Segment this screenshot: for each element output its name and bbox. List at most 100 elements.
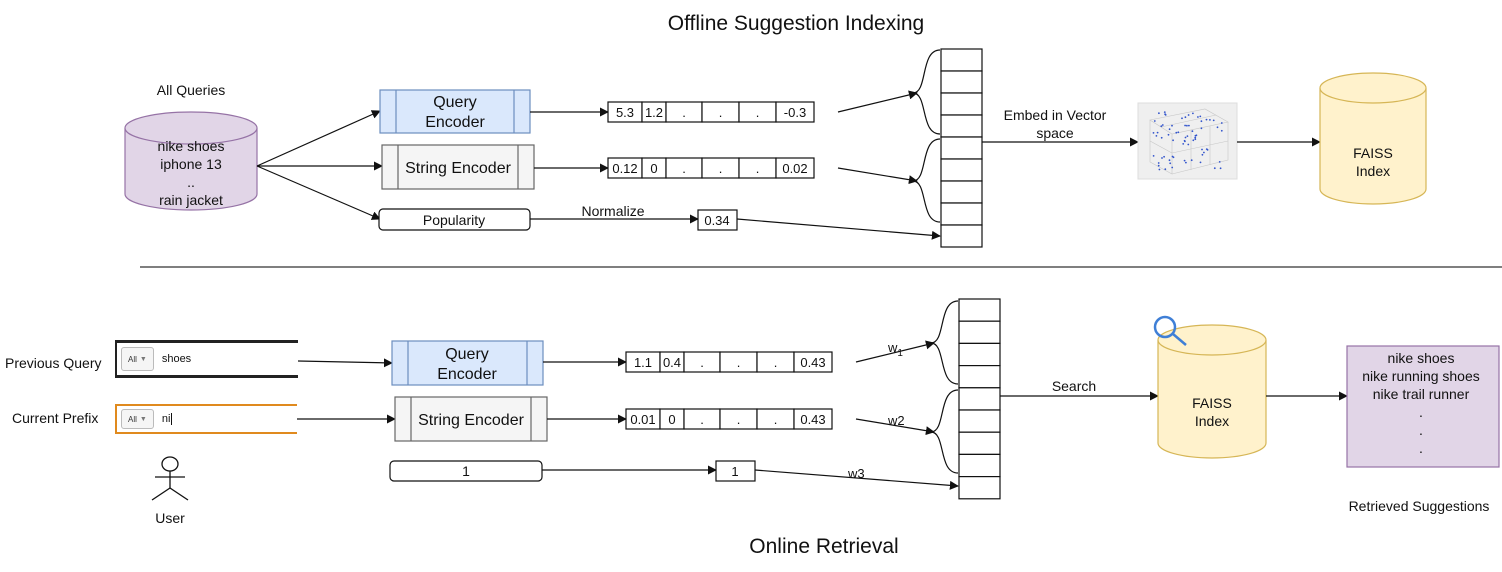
scatter-point [1197, 116, 1199, 118]
scatter-point [1157, 164, 1160, 167]
scatter-point [1168, 128, 1171, 131]
vector-cell-text: 0.12 [612, 161, 637, 176]
weight-w1: w1 [887, 340, 903, 359]
arrow [855, 418, 935, 436]
category-dropdown[interactable]: All ▼ [121, 409, 154, 429]
vector-cell-text: 1 [731, 464, 738, 479]
current-prefix-label: Current Prefix [12, 410, 98, 426]
scatter-point [1186, 135, 1189, 138]
text-cursor [171, 413, 173, 426]
string-encoder-online: String Encoder [394, 396, 548, 442]
stack-cell [958, 298, 1001, 322]
scatter-point [1152, 132, 1155, 134]
suggestion-item: . [1419, 422, 1423, 438]
scatter-point [1192, 112, 1194, 115]
brace [912, 138, 941, 223]
embed-label: space [1036, 125, 1074, 141]
retrieved-suggestions-box: nike shoes nike running shoes nike trail… [1346, 345, 1500, 468]
user-icon [151, 456, 189, 501]
weight-w3: w3 [847, 466, 865, 481]
vector-cell-text: 0.02 [782, 161, 807, 176]
stack-cell [940, 92, 983, 116]
vector-cell-text: . [774, 355, 778, 370]
encoder-label: String Encoder [418, 412, 525, 429]
scatter-point [1163, 155, 1165, 158]
scatter-point [1156, 131, 1159, 134]
stack-cell [958, 365, 1001, 389]
embed-label: Embed in Vector [1004, 107, 1107, 123]
vector-cell-text: 0.01 [630, 412, 655, 427]
stack-cell [958, 320, 1001, 345]
scatter-point [1160, 125, 1163, 128]
scatter-point [1184, 124, 1186, 127]
scatter-point [1163, 111, 1166, 113]
faiss-label: FAISS [1192, 395, 1232, 411]
scatter-point [1187, 143, 1190, 146]
vector-cell [793, 408, 833, 430]
suggestion-item: nike shoes [1388, 350, 1455, 366]
scatter-point [1200, 127, 1203, 130]
suggestion-item: . [1419, 404, 1423, 420]
db-item: .. [187, 174, 195, 190]
scatter-point [1181, 117, 1183, 120]
concat-vector-online [958, 298, 1001, 500]
vector-cell-text: . [774, 412, 778, 427]
stack-cell [940, 48, 983, 72]
current-prefix-searchbar[interactable]: All ▼ ni [115, 404, 297, 434]
online-title: Online Retrieval [749, 535, 898, 558]
brace [912, 49, 941, 135]
chevron-down-icon: ▼ [139, 355, 147, 363]
scatter-point [1160, 136, 1163, 139]
scatter-plot-icon [1137, 102, 1238, 180]
scatter-point [1155, 135, 1158, 137]
concat-vector-offline [940, 48, 983, 248]
popularity-value-box: 0.34 [697, 209, 738, 231]
offline-title: Offline Suggestion Indexing [668, 12, 924, 35]
scatter-point [1161, 124, 1164, 126]
encoder-label: Encoder [425, 114, 485, 131]
brace [930, 300, 959, 385]
retrieved-suggestions-label: Retrieved Suggestions [1349, 498, 1490, 514]
stack-cell [958, 431, 1001, 456]
vector-cell-text: . [756, 105, 760, 120]
arrow [754, 469, 959, 490]
stack-cell [940, 202, 983, 226]
vector-cell-text: 0.43 [800, 355, 825, 370]
vector-cell-text: . [682, 105, 686, 120]
normalize-label: Normalize [581, 203, 644, 219]
suggestion-item: nike running shoes [1362, 368, 1480, 384]
arrow [855, 340, 935, 363]
vector-cell-text: . [719, 161, 723, 176]
scatter-point [1201, 153, 1204, 156]
faiss-label: FAISS [1353, 145, 1393, 161]
scatter-point [1203, 151, 1205, 154]
scatter-point [1192, 139, 1195, 142]
scatter-point [1209, 119, 1211, 121]
vector-cell-text: 0.34 [704, 213, 729, 228]
popularity-box: Popularity [378, 208, 531, 231]
stack-cell [940, 224, 983, 248]
vector-cell [793, 351, 833, 373]
encoder-label: Query [433, 94, 477, 111]
scatter-point [1152, 155, 1155, 157]
scatter-point [1172, 139, 1174, 142]
vector-cell-text: -0.3 [784, 105, 806, 120]
stack-cell [940, 70, 983, 94]
category-dropdown[interactable]: All ▼ [121, 347, 154, 371]
scatter-point [1184, 136, 1187, 139]
scatter-point [1169, 162, 1172, 165]
stack-cell [958, 476, 1001, 500]
scatter-point [1183, 159, 1186, 162]
popularity-value-box-online: 1 [715, 460, 756, 482]
arrow [837, 90, 918, 113]
vector-cell-text: 5.3 [616, 105, 634, 120]
brace [930, 389, 959, 474]
vector-cell-text: . [682, 161, 686, 176]
stack-cell [940, 136, 983, 160]
stack-cell [940, 158, 983, 182]
previous-query-searchbar[interactable]: All ▼ shoes [115, 340, 298, 378]
stack-cell [958, 453, 1001, 478]
